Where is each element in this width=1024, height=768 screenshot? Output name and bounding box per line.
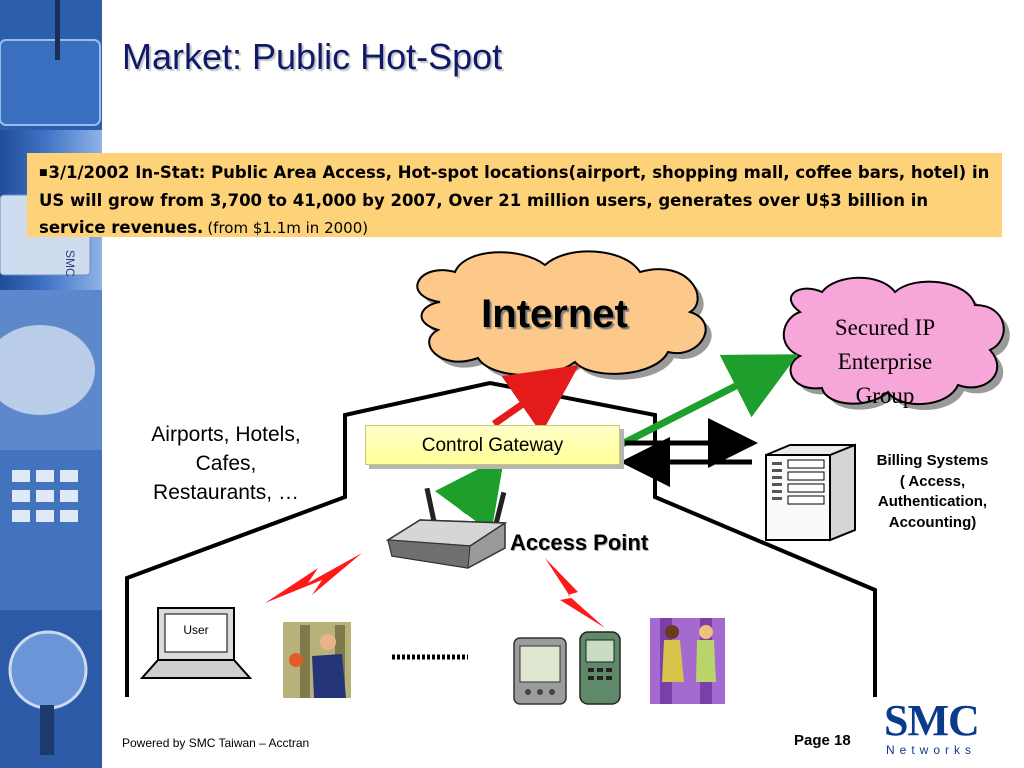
gateway-to-internet-arrow [492,365,580,434]
gateway-to-enterprise-arrow [618,354,798,449]
bullet-icon: ■ [39,168,48,178]
ap-to-gateway-arrow [434,455,505,533]
enterprise-label: Secured IP Enterprise Group [810,311,960,413]
venues-label: Airports, Hotels, Cafes, Restaurants, … [118,420,334,507]
venues-line: Cafes, [195,452,257,475]
user-screen-label: User [183,623,208,637]
venues-line: Restaurants, … [153,481,299,504]
enterprise-label-line: Enterprise [837,349,933,374]
billing-systems-label: Billing Systems ( Access, Authentication… [860,451,1005,533]
enterprise-cloud [782,276,1010,411]
hotspot-boundary [125,380,877,697]
lightning-icon [265,553,362,603]
sidebar-photo-strip: SMC [0,0,102,768]
market-quote-text: 3/1/2002 In-Stat: Public Area Access, Ho… [39,163,990,237]
router-icon [385,487,508,569]
enterprise-label-line: Secured IP [834,315,936,340]
market-quote-box: ■3/1/2002 In-Stat: Public Area Access, H… [27,153,1002,237]
access-point-label: Access Point [510,530,649,555]
smc-logo: SMC Networks [884,696,1002,758]
footer-credit: Powered by SMC Taiwan – Acctran [122,736,310,750]
enterprise-label-line: Group [855,383,915,408]
market-quote-note: (from $1.1m in 2000) [207,219,369,237]
venues-line: Airports, Hotels, [151,423,301,446]
billing-line: Accounting) [888,513,977,531]
laptop-icon [139,607,253,679]
control-gateway-box: Control Gateway [365,425,620,465]
businessman-icon [283,622,351,698]
sidebar-decoration: SMC [0,0,102,768]
slide-title: Market: Public Hot-Spot [122,36,503,77]
phone-icon [579,631,621,705]
page-number: Page 18 [794,732,851,749]
svg-text:SMC: SMC [63,250,77,277]
pda-icon [513,637,567,705]
billing-line: ( Access, [899,472,966,490]
people-icon [650,618,725,704]
logo-sub: Networks [886,743,977,757]
internet-cloud [416,250,712,382]
billing-line: Authentication, [877,493,988,510]
server-icon [765,443,856,542]
logo-main: SMC [884,696,980,745]
market-quote: ■3/1/2002 In-Stat: Public Area Access, H… [39,159,992,242]
billing-line: Billing Systems [876,452,989,469]
lightning-icon [545,558,605,628]
internet-label: Internet [481,292,628,336]
